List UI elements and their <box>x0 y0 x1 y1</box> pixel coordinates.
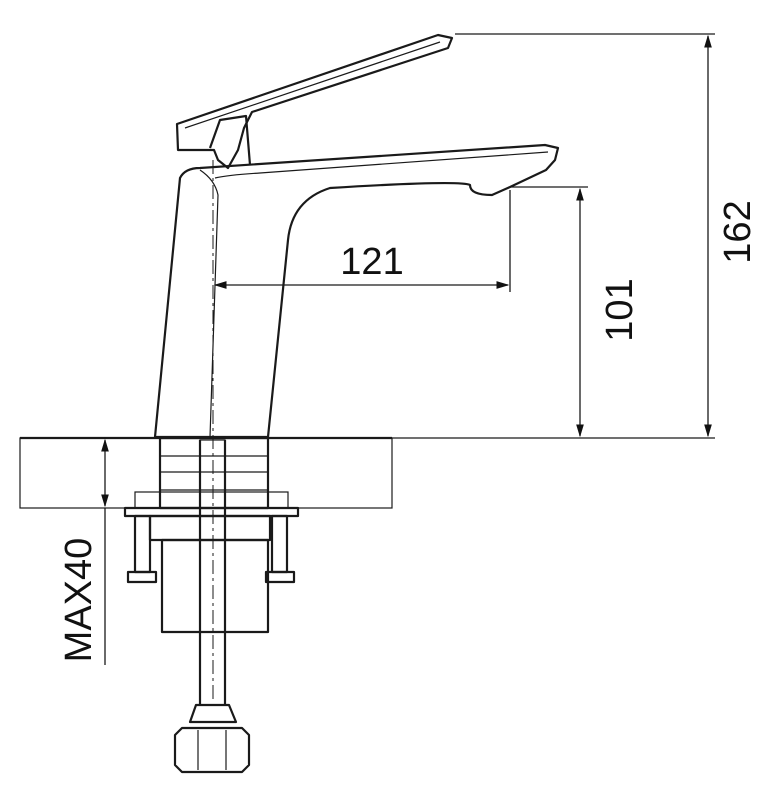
dimension-counter-thickness: MAX40 <box>58 438 109 665</box>
countertop <box>19 436 393 509</box>
dimension-spout-height: 101 <box>510 186 641 438</box>
dimension-spout-reach: 121 <box>213 190 511 292</box>
faucet-body <box>153 143 560 439</box>
handle-lever <box>175 33 454 170</box>
dimension-label-121: 121 <box>340 241 403 283</box>
dimension-label-162: 162 <box>717 200 759 263</box>
dimension-total-height: 162 <box>392 33 759 439</box>
dimension-label-max40: MAX40 <box>58 538 100 663</box>
mounting-hardware <box>123 436 300 774</box>
dimension-label-101: 101 <box>599 278 641 341</box>
